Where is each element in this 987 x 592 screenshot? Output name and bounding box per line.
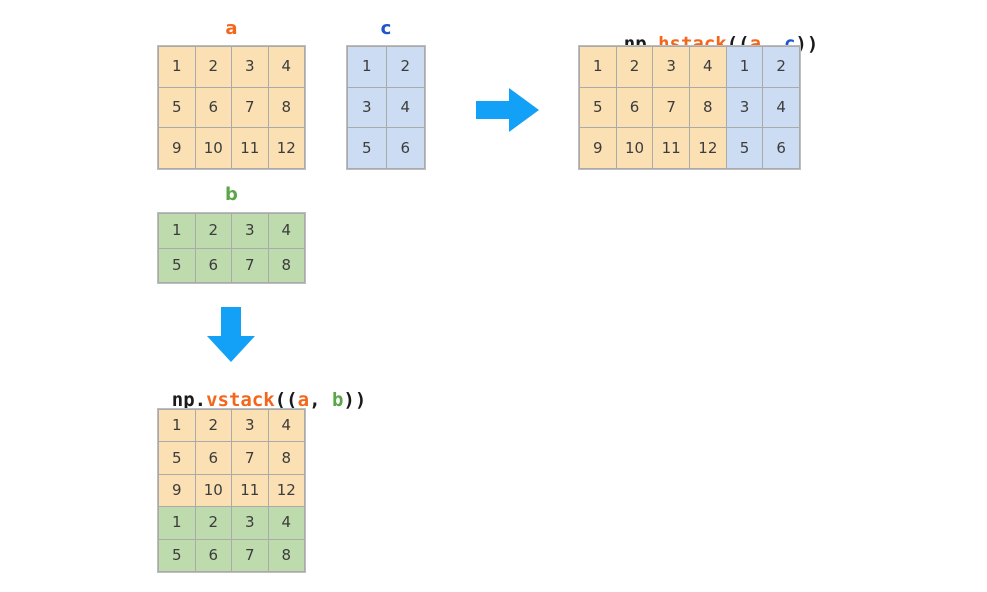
hstack-caption-arg2: c [783,33,796,55]
vstack-result-cell: 6 [195,442,231,474]
hstack-result-cell: 5 [726,128,763,168]
vstack-caption-arg2: b [331,389,344,411]
vstack-result-cell: 3 [232,410,268,442]
array-a-cell: 6 [195,87,231,128]
vstack-result-cell: 10 [195,474,231,507]
array-b-label: b [225,184,238,205]
array-b-cell: 3 [232,214,268,248]
vstack-result-cell: 9 [159,474,195,507]
vstack-caption-close: )) [343,389,367,411]
array-c-label: c [380,18,392,39]
hstack-result-cell: 3 [653,47,689,87]
vstack-result-cell: 1 [159,410,195,442]
array-a-cell: 7 [232,87,268,128]
vstack-caption: np.vstack((a, b)) [126,372,367,429]
hstack-result-cell: 2 [763,47,799,87]
array-b-cell: 8 [268,248,304,282]
vstack-result-cell: 5 [159,539,195,571]
vstack-result-cell: 4 [268,507,304,539]
hstack-result-cell: 12 [690,128,726,168]
hstack-result-cell: 6 [616,87,653,128]
array-c-cell: 6 [386,128,424,168]
vstack-caption-func: vstack [206,389,275,411]
array-c-cell: 3 [348,87,386,128]
hstack-result-cell: 9 [580,128,616,168]
hstack-result-cell: 1 [726,47,763,87]
vstack-result-cell: 11 [232,474,268,507]
hstack-result-cell: 4 [763,87,799,128]
hstack-result-cell: 1 [580,47,616,87]
vstack-result-cell: 2 [195,410,231,442]
hstack-result-cell: 5 [580,87,616,128]
array-b-cell: 4 [268,214,304,248]
vstack-result-cell: 8 [268,442,304,474]
array-a-cell: 2 [195,47,231,87]
arrow-right-icon [476,88,539,132]
arrow-down-icon [207,307,255,362]
hstack-caption-arg1: a [749,33,762,55]
array-b-cell: 6 [195,248,231,282]
vstack-caption-sep: , [309,389,332,411]
vstack-result-cell: 4 [268,410,304,442]
array-b-cell: 5 [159,248,195,282]
vstack-caption-prefix: np. [171,389,207,411]
vstack-result-cell: 7 [232,539,268,571]
hstack-result-cell: 8 [690,87,726,128]
array-b-cell: 2 [195,214,231,248]
vstack-result-cell: 3 [232,507,268,539]
hstack-caption-sep: , [761,33,784,55]
hstack-result-cell: 3 [726,87,763,128]
vstack-caption-arg1: a [297,389,310,411]
array-c-cell: 4 [386,87,424,128]
array-a-cell: 10 [195,128,231,168]
vstack-result-cell: 2 [195,507,231,539]
hstack-result-cell: 11 [653,128,689,168]
vstack-result-cell: 12 [268,474,304,507]
array-c-cell: 5 [348,128,386,168]
hstack-caption-close: )) [795,33,819,55]
hstack-result-cell: 4 [690,47,726,87]
vstack-result-cell: 1 [159,507,195,539]
vstack-result-cell: 7 [232,442,268,474]
vstack-result-cell: 8 [268,539,304,571]
vstack-caption-open: (( [274,389,298,411]
array-c-cell: 1 [348,47,386,87]
array-a-cell: 11 [232,128,268,168]
hstack-result-cell: 2 [616,47,653,87]
array-a-cell: 3 [232,47,268,87]
array-a-cell: 4 [268,47,304,87]
array-a-label: a [225,18,238,39]
hstack-result-cell: 7 [653,87,689,128]
array-b-cell: 7 [232,248,268,282]
array-a-cell: 9 [159,128,195,168]
array-a-cell: 8 [268,87,304,128]
vstack-result-cell: 5 [159,442,195,474]
array-c-cell: 2 [386,47,424,87]
hstack-result-cell: 10 [616,128,653,168]
hstack-result-cell: 6 [763,128,799,168]
array-a-cell: 12 [268,128,304,168]
array-a-cell: 1 [159,47,195,87]
array-a-cell: 5 [159,87,195,128]
array-b-cell: 1 [159,214,195,248]
vstack-result-cell: 6 [195,539,231,571]
